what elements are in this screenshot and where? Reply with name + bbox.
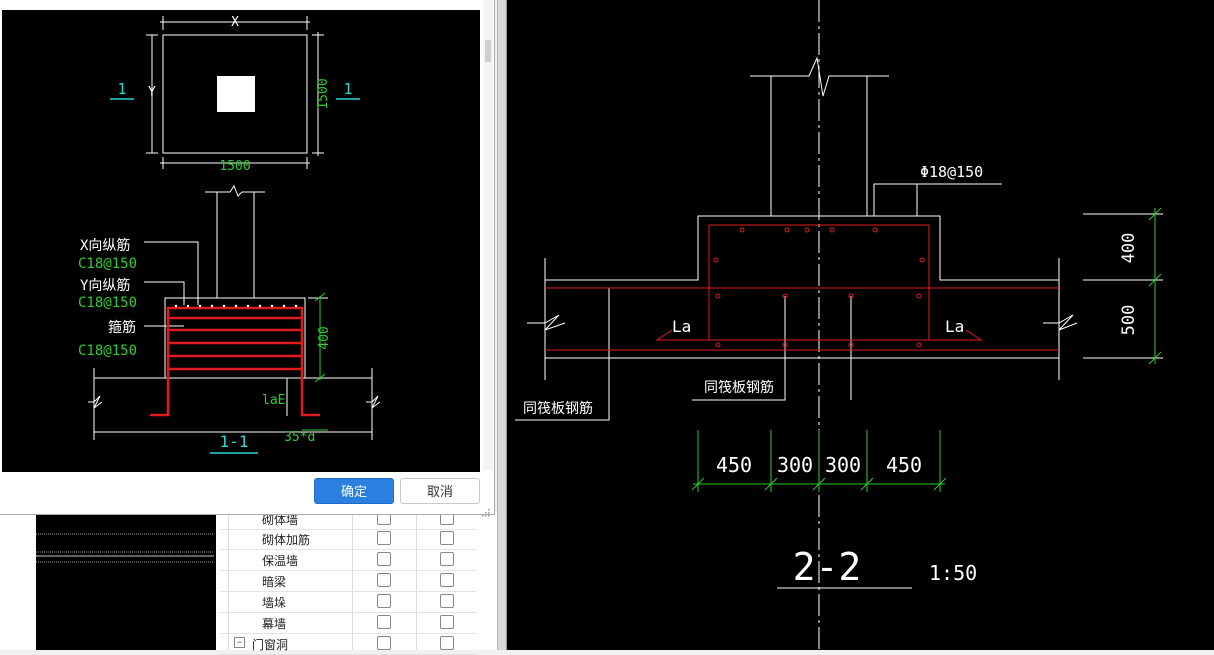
anchor-right-label: La	[945, 317, 964, 336]
checkbox[interactable]	[377, 531, 391, 545]
dim-bottom-2: 300	[777, 453, 813, 477]
raft-rebar-label: 同筏板钢筋	[704, 379, 774, 396]
section-title: 2-2	[793, 545, 862, 589]
section-depth-dim: 400	[317, 326, 332, 349]
confirm-button[interactable]: 确定	[314, 478, 394, 504]
checkbox[interactable]	[440, 615, 454, 629]
tree-row-label: 保温墙	[262, 554, 299, 568]
stirrup-spec: C18@150	[78, 343, 137, 359]
checkbox[interactable]	[440, 573, 454, 587]
tree-row-label: 墙垛	[262, 596, 287, 610]
tree-row-label: 砌体加筋	[262, 533, 311, 547]
checkbox[interactable]	[440, 552, 454, 566]
dialog-drawing-canvas: X Y 1500 1500 1 1 X向纵筋 C18@150 Y向纵筋 C18@…	[2, 10, 480, 472]
anchor-label: laE	[262, 393, 285, 408]
dim-top-label: 400	[1119, 233, 1139, 264]
resize-grip-icon[interactable]	[481, 504, 490, 517]
x-bar-spec: C18@150	[78, 256, 137, 272]
checkbox[interactable]	[377, 636, 391, 650]
tree-row-label: 暗梁	[262, 575, 287, 589]
dim-bottom-3: 300	[825, 453, 861, 477]
checkbox[interactable]	[377, 594, 391, 608]
checkbox[interactable]	[440, 636, 454, 650]
scale-label: 1:50	[929, 561, 977, 585]
detail-2-2-drawing: Φ18@150 400 500 La La 同筏板钢筋 同筏板钢筋 450 30…	[515, 0, 1163, 650]
cancel-button[interactable]: 取消	[400, 478, 480, 504]
grid-column-line	[416, 512, 417, 650]
anchor-left-label: La	[672, 317, 691, 336]
rebar-detail-dialog: X Y 1500 1500 1 1 X向纵筋 C18@150 Y向纵筋 C18@…	[0, 0, 495, 517]
tree-row-label: 幕墙	[262, 617, 287, 631]
splitter[interactable]	[497, 0, 507, 650]
section-mark-left: 1	[117, 80, 126, 98]
stirrup-label: 箍筋	[108, 319, 136, 336]
section-title-1-1: 1-1	[220, 432, 249, 451]
plan-height-dim: 1500	[316, 78, 331, 109]
tree-row[interactable]: 暗梁	[220, 570, 477, 592]
tree-row[interactable]: 保温墙	[220, 549, 477, 571]
scrollbar[interactable]	[483, 0, 493, 470]
preview-canvas	[36, 514, 216, 650]
grid-column-line	[228, 512, 229, 650]
y-bar-label: Y向纵筋	[80, 277, 130, 294]
tree-row[interactable]: 墙垛	[220, 591, 477, 613]
dim-bottom-1: 450	[716, 453, 752, 477]
checkbox[interactable]	[377, 552, 391, 566]
plan-width-dim: 1500	[219, 159, 250, 174]
pedestal-section-drawing: X Y 1500 1500 1 1 X向纵筋 C18@150 Y向纵筋 C18@…	[78, 15, 381, 454]
checkbox[interactable]	[377, 573, 391, 587]
checkbox[interactable]	[377, 615, 391, 629]
tree-row-label: 门窗洞	[252, 638, 289, 652]
section-mark-right: 1	[343, 80, 352, 98]
plan-y-label: Y	[148, 85, 156, 100]
x-bar-label: X向纵筋	[80, 237, 130, 254]
checkbox[interactable]	[440, 594, 454, 608]
cad-drawing-canvas[interactable]: Φ18@150 400 500 La La 同筏板钢筋 同筏板钢筋 450 30…	[507, 0, 1214, 650]
rebar-spec-label: Φ18@150	[920, 163, 983, 181]
tree-row-group[interactable]: −门窗洞	[220, 633, 477, 655]
collapse-icon[interactable]: −	[234, 637, 245, 648]
tree-row-label: 砌体墙	[262, 513, 299, 527]
checkbox[interactable]	[440, 531, 454, 545]
tree-row[interactable]: 幕墙	[220, 612, 477, 634]
dim-bottom-4: 450	[886, 453, 922, 477]
anchor-length: 35*d	[284, 430, 315, 445]
tree-row[interactable]: 砌体加筋	[220, 528, 477, 550]
plan-x-label: X	[231, 15, 239, 30]
y-bar-spec: C18@150	[78, 295, 137, 311]
raft-rebar-label-left: 同筏板钢筋	[523, 400, 593, 417]
dim-bottom-label: 500	[1119, 305, 1139, 336]
grid-column-line	[352, 512, 353, 650]
